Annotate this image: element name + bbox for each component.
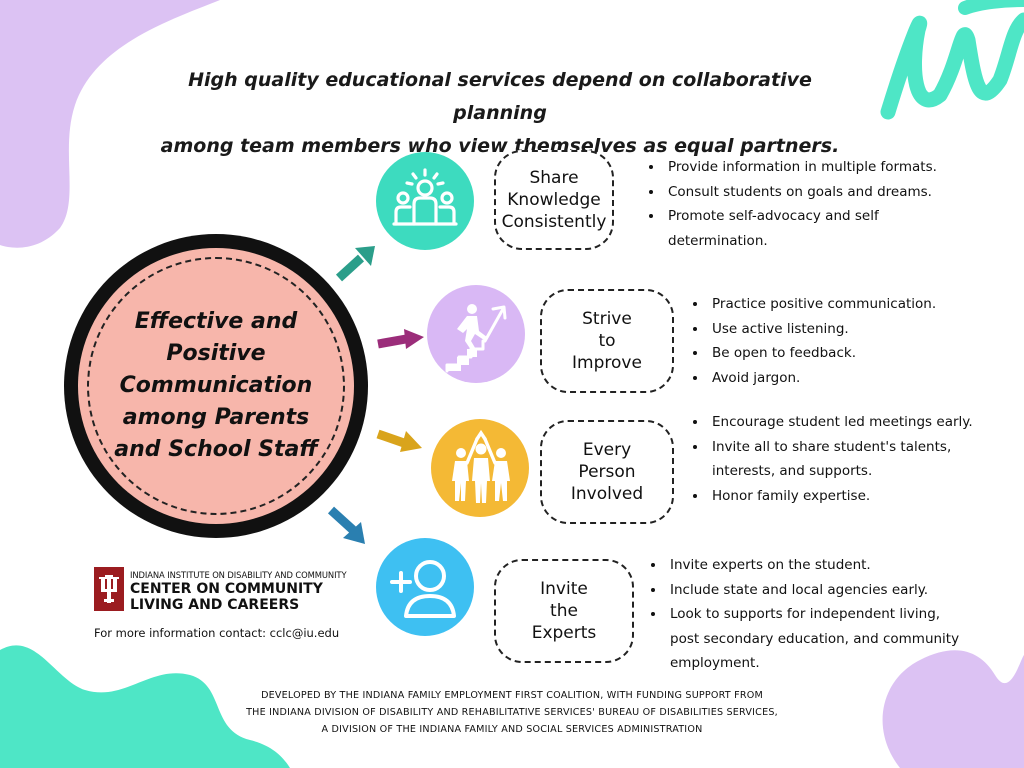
iu-logo-mark xyxy=(94,567,124,611)
label-line: Consistently xyxy=(501,212,607,232)
bullets-strive-to-improve: Practice positive communication. Use act… xyxy=(690,292,978,390)
decor-teal-squiggle-top-right xyxy=(880,0,1024,120)
label-line: Knowledge xyxy=(507,190,601,210)
central-line-1: Effective and xyxy=(134,309,298,334)
label-line: Experts xyxy=(531,623,597,643)
central-line-4: among Parents xyxy=(122,405,310,430)
bullet-item: Honor family expertise. xyxy=(708,484,978,509)
team-leader-icon xyxy=(376,152,474,250)
central-line-2: Positive xyxy=(166,341,266,366)
label-invite-the-experts: Invite the Experts xyxy=(494,559,634,663)
arrow-to-invite-experts xyxy=(327,506,365,544)
headline-line-1: High quality educational services depend… xyxy=(188,69,812,124)
label-line: Every xyxy=(582,440,632,460)
bullet-item: Promote self-advocacy and self determina… xyxy=(664,204,964,253)
logo-center-name: CENTER ON COMMUNITY LIVING AND CAREERS xyxy=(130,581,323,613)
group-celebrating-icon xyxy=(431,419,529,517)
label-line: Strive xyxy=(582,309,632,329)
bullets-invite-experts: Invite experts on the student. Include s… xyxy=(648,553,966,676)
label-share-knowledge-consistently: Share Knowledge Consistently xyxy=(494,150,614,250)
bullet-item: Use active listening. xyxy=(708,317,978,342)
bullet-item: Invite all to share student's talents, i… xyxy=(708,435,978,484)
bullet-item: Consult students on goals and dreams. xyxy=(664,180,964,205)
logo-line-1: CENTER ON COMMUNITY xyxy=(130,581,323,597)
climbing-stairs-icon xyxy=(427,285,525,383)
bullet-item: Be open to feedback. xyxy=(708,341,978,366)
label-line: Share xyxy=(529,168,579,188)
logo-institute-name: INDIANA INSTITUTE ON DISABILITY AND COMM… xyxy=(130,570,347,580)
central-topic-circle: Effective and Positive Communication amo… xyxy=(64,234,368,538)
contact-info: For more information contact: cclc@iu.ed… xyxy=(94,626,340,640)
headline-line-2: among team members who view themselves a… xyxy=(160,135,840,157)
label-line: to xyxy=(598,331,616,351)
label-line: the xyxy=(550,601,578,621)
arrow-to-every-person-involved xyxy=(376,429,422,452)
label-line: Improve xyxy=(572,353,642,373)
central-line-5: and School Staff xyxy=(114,437,318,462)
bullets-share-knowledge: Provide information in multiple formats.… xyxy=(646,155,964,253)
label-line: Involved xyxy=(570,484,644,504)
central-dashed-border xyxy=(87,257,345,515)
label-line: Person xyxy=(578,462,636,482)
decor-teal-blob-bottom-left xyxy=(0,645,290,768)
logo-line-2: LIVING AND CAREERS xyxy=(130,597,300,613)
footer-line-1: DEVELOPED BY THE INDIANA FAMILY EMPLOYME… xyxy=(261,690,763,701)
bullet-item: Practice positive communication. xyxy=(708,292,978,317)
bullet-item: Provide information in multiple formats. xyxy=(664,155,964,180)
footer-line-3: A DIVISION OF THE INDIANA FAMILY AND SOC… xyxy=(321,724,703,735)
bullet-item: Include state and local agencies early. xyxy=(666,578,966,603)
headline: High quality educational services depend… xyxy=(150,64,850,163)
footer-line-2: THE INDIANA DIVISION OF DISABILITY AND R… xyxy=(246,707,778,718)
decor-purple-blob-top-left xyxy=(0,0,220,248)
decor-purple-blob-bottom-right xyxy=(882,650,1024,768)
add-user-icon xyxy=(376,538,474,636)
bullet-item: Look to supports for independent living,… xyxy=(666,602,966,676)
arrow-to-strive-to-improve xyxy=(377,329,424,349)
bullet-item: Encourage student led meetings early. xyxy=(708,410,978,435)
footer-credits: DEVELOPED BY THE INDIANA FAMILY EMPLOYME… xyxy=(200,687,824,738)
central-topic-text: Effective and Positive Communication amo… xyxy=(98,306,334,466)
central-line-3: Communication xyxy=(119,373,313,398)
arrow-to-share-knowledge xyxy=(335,246,375,282)
label-line: Invite xyxy=(540,579,588,599)
bullet-item: Invite experts on the student. xyxy=(666,553,966,578)
label-every-person-involved: Every Person Involved xyxy=(540,420,674,524)
bullets-every-person-involved: Encourage student led meetings early. In… xyxy=(690,410,978,508)
bullet-item: Avoid jargon. xyxy=(708,366,978,391)
label-strive-to-improve: Strive to Improve xyxy=(540,289,674,393)
